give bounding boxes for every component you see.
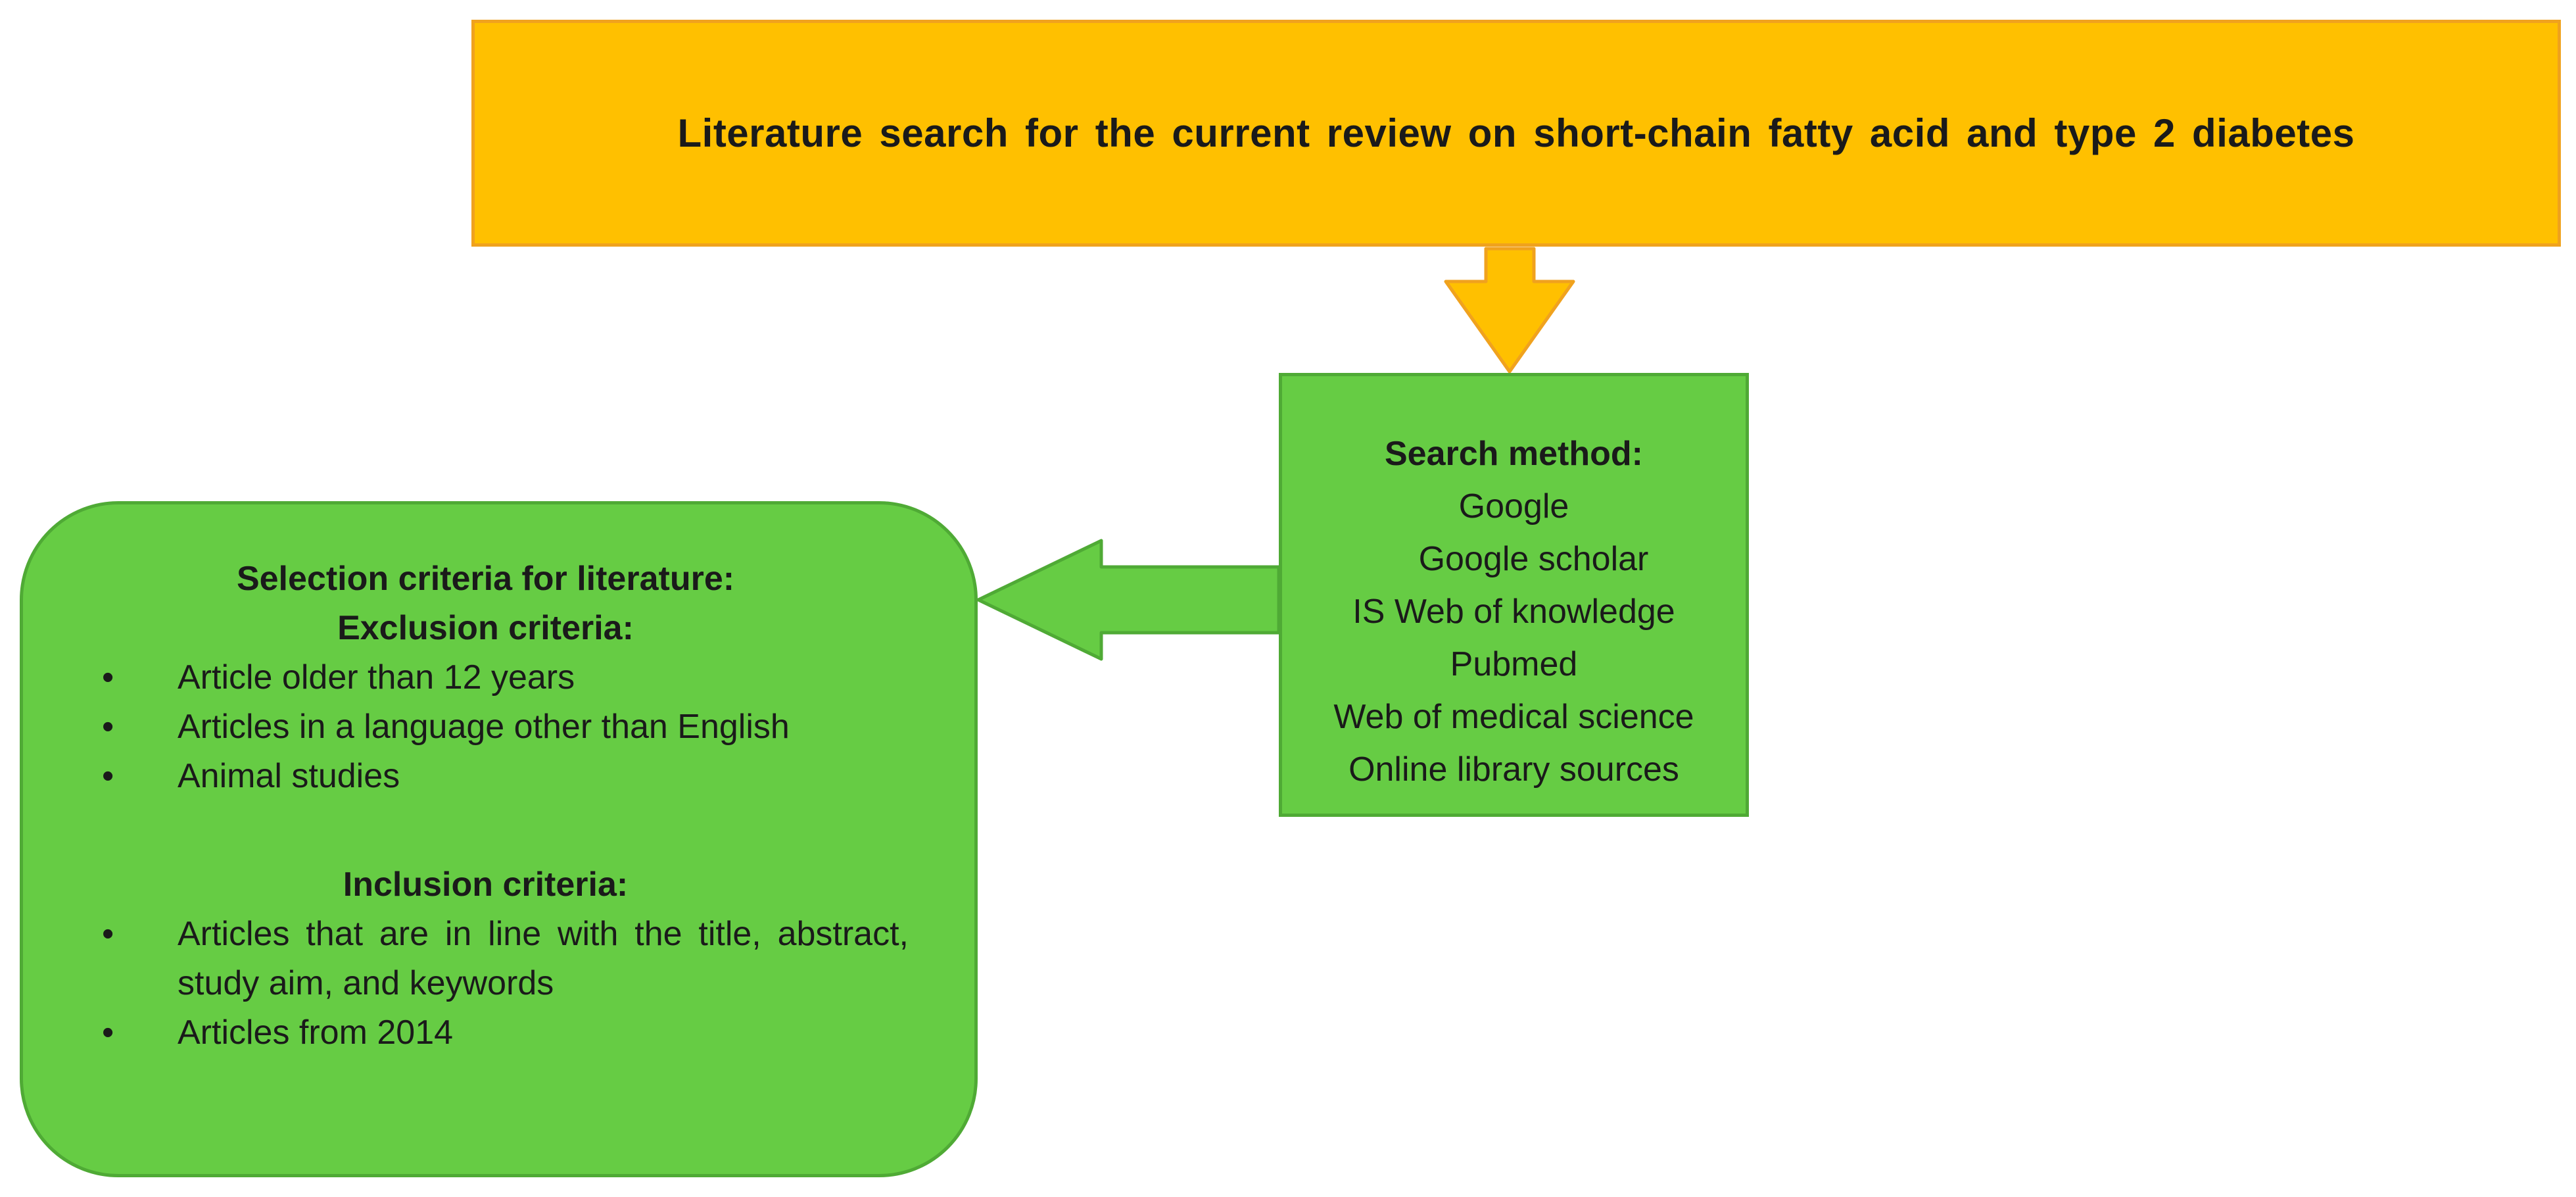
- bullet-icon: •: [102, 708, 114, 746]
- exclusion-item-text: Articles in a language other than Englis…: [178, 708, 790, 746]
- bullet-icon: •: [102, 757, 114, 795]
- left-arrow: [976, 539, 1281, 661]
- search-method-box: Search method: Google Google scholar IS …: [1279, 373, 1749, 817]
- exclusion-criteria-list: • Article older than 12 years • Articles…: [62, 653, 909, 801]
- exclusion-item-text: Article older than 12 years: [178, 658, 575, 696]
- exclusion-item: • Article older than 12 years: [62, 653, 909, 702]
- bullet-icon: •: [102, 658, 114, 696]
- exclusion-criteria-heading: Exclusion criteria:: [337, 609, 634, 647]
- inclusion-item: • Articles that are in line with the tit…: [62, 910, 909, 1008]
- literature-search-box: Literature search for the current review…: [471, 20, 2561, 247]
- search-method-heading: Search method:: [1385, 435, 1643, 473]
- search-source-item: Google scholar: [1418, 540, 1649, 578]
- selection-criteria-heading: Selection criteria for literature:: [236, 560, 735, 598]
- exclusion-item: • Articles in a language other than Engl…: [62, 702, 909, 752]
- selection-criteria-box: Selection criteria for literature: Exclu…: [20, 501, 978, 1177]
- section-spacer: [62, 801, 909, 860]
- search-source-item: Web of medical science: [1333, 698, 1694, 736]
- exclusion-item-text: Animal studies: [178, 757, 400, 795]
- inclusion-item-text: Articles from 2014: [178, 1014, 454, 1052]
- search-source-item: Google: [1458, 487, 1569, 525]
- down-arrow: [1444, 247, 1575, 374]
- search-source-item: Pubmed: [1450, 645, 1578, 683]
- bullet-icon: •: [102, 1014, 114, 1052]
- inclusion-criteria-list: • Articles that are in line with the tit…: [62, 910, 909, 1058]
- bullet-icon: •: [102, 915, 114, 953]
- inclusion-item: • Articles from 2014: [62, 1008, 909, 1058]
- exclusion-item: • Animal studies: [62, 752, 909, 801]
- inclusion-item-text: Articles that are in line with the title…: [178, 915, 909, 1002]
- inclusion-criteria-heading: Inclusion criteria:: [343, 866, 629, 904]
- literature-search-title: Literature search for the current review…: [677, 111, 2355, 155]
- search-source-item: IS Web of knowledge: [1352, 593, 1675, 631]
- search-source-item: Online library sources: [1348, 750, 1679, 789]
